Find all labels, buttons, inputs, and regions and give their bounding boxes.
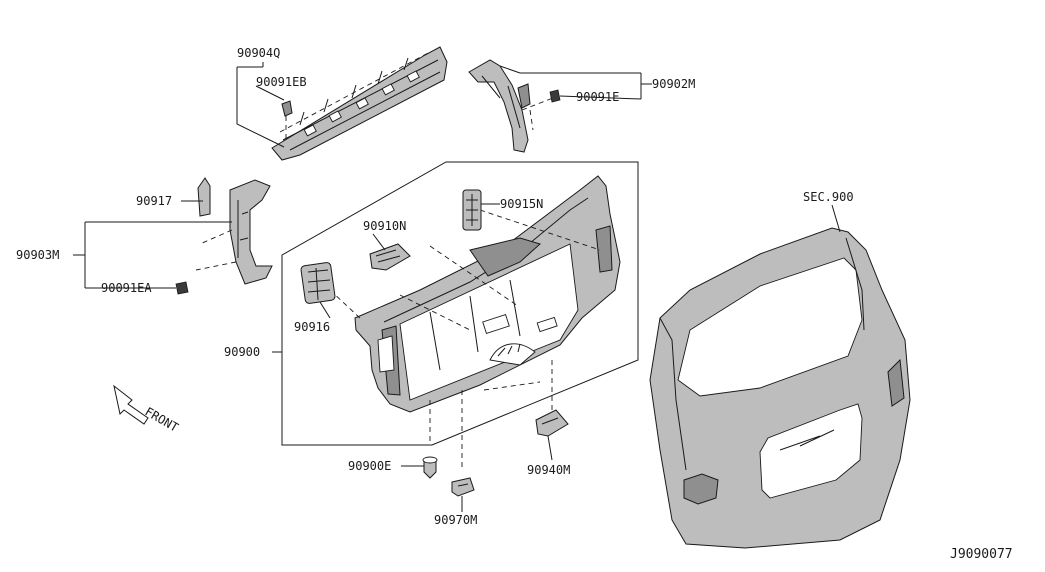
- back-door-trim-90900-part: [329, 175, 621, 470]
- pillar-finisher-90902M-part: [468, 59, 554, 153]
- finisher-90917-part: [197, 177, 211, 217]
- label-90940M: 90940M: [527, 463, 570, 477]
- label-90910N: 90910N: [363, 219, 406, 233]
- label-90091E: 90091E: [576, 90, 619, 104]
- label-90091EB: 90091EB: [256, 75, 307, 89]
- label-sec900: SEC.900: [803, 190, 854, 204]
- label-90903M: 90903M: [16, 248, 59, 262]
- label-90902M: 90902M: [652, 77, 695, 91]
- pillar-finisher-90903M-part: [195, 179, 273, 285]
- label-90915N: 90915N: [500, 197, 543, 211]
- clip-90900E-part: [422, 456, 438, 479]
- clip-90091EB-part: [281, 100, 293, 140]
- diagram-id: J9090077: [950, 547, 1013, 562]
- clip-90091E-part: [549, 89, 561, 103]
- clip-90910N-part: [369, 243, 411, 271]
- label-90091EA: 90091EA: [101, 281, 152, 295]
- front-label: FRONT: [143, 404, 181, 434]
- label-90970M: 90970M: [434, 513, 477, 527]
- label-90916: 90916: [294, 320, 330, 334]
- upper-finisher-part: [271, 46, 448, 161]
- label-90900: 90900: [224, 345, 260, 359]
- leader-lines: [73, 62, 841, 512]
- assembly-boundary-90900: [281, 161, 639, 446]
- label-90917: 90917: [136, 194, 172, 208]
- cover-90916-part: [300, 262, 336, 304]
- label-90904Q: 90904Q: [237, 46, 280, 60]
- clip-90091EA-part: [175, 281, 189, 295]
- bracket-90970M-part: [451, 477, 475, 497]
- cover-90915N-part: [462, 189, 482, 231]
- front-arrow-icon: [113, 384, 149, 425]
- label-90900E: 90900E: [348, 459, 391, 473]
- back-door-sec900: [649, 227, 911, 549]
- lamp-90940M-part: [535, 409, 569, 437]
